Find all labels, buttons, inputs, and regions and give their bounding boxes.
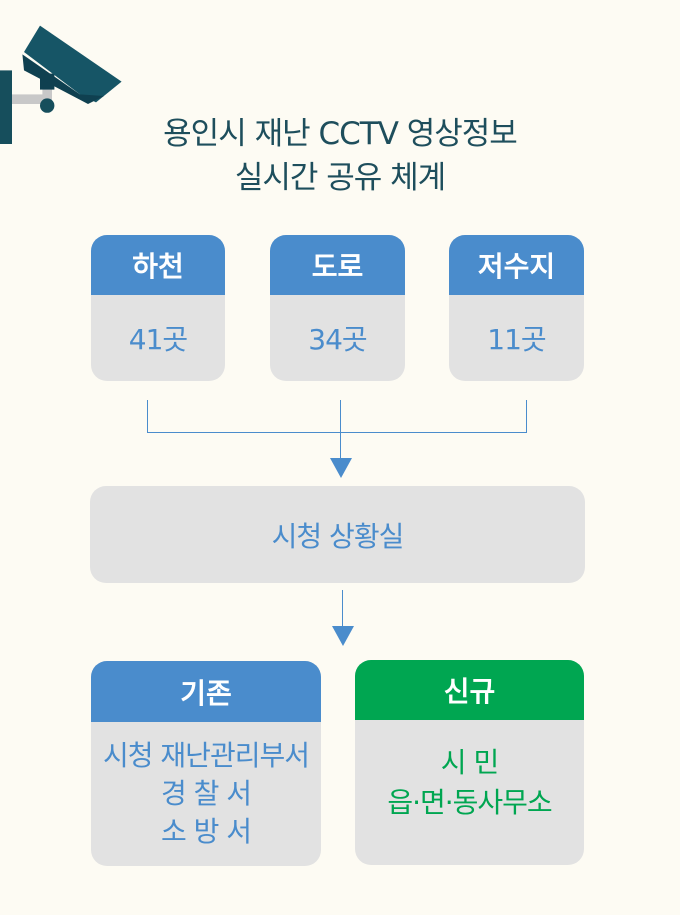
existing-recipients: 기존 시청 재난관리부서 경 찰 서 소 방 서 xyxy=(91,661,321,866)
arrow-down-icon xyxy=(332,626,354,646)
new-recipients: 신규 시 민 읍·면·동사무소 xyxy=(355,660,584,865)
cctv-camera-icon xyxy=(0,25,122,144)
city-situation-room: 시청 상황실 xyxy=(90,486,585,583)
diagram-title: 용인시 재난 CCTV 영상정보 실시간 공유 체계 xyxy=(163,116,518,196)
source-reservoir: 저수지 11곳 xyxy=(449,235,584,381)
connector xyxy=(526,400,527,433)
connector xyxy=(147,432,527,433)
source-road: 도로 34곳 xyxy=(270,235,405,381)
source-river: 하천 41곳 xyxy=(91,235,225,381)
connector xyxy=(147,400,148,433)
connector xyxy=(340,400,341,462)
connector xyxy=(342,590,343,630)
arrow-down-icon xyxy=(330,458,352,478)
